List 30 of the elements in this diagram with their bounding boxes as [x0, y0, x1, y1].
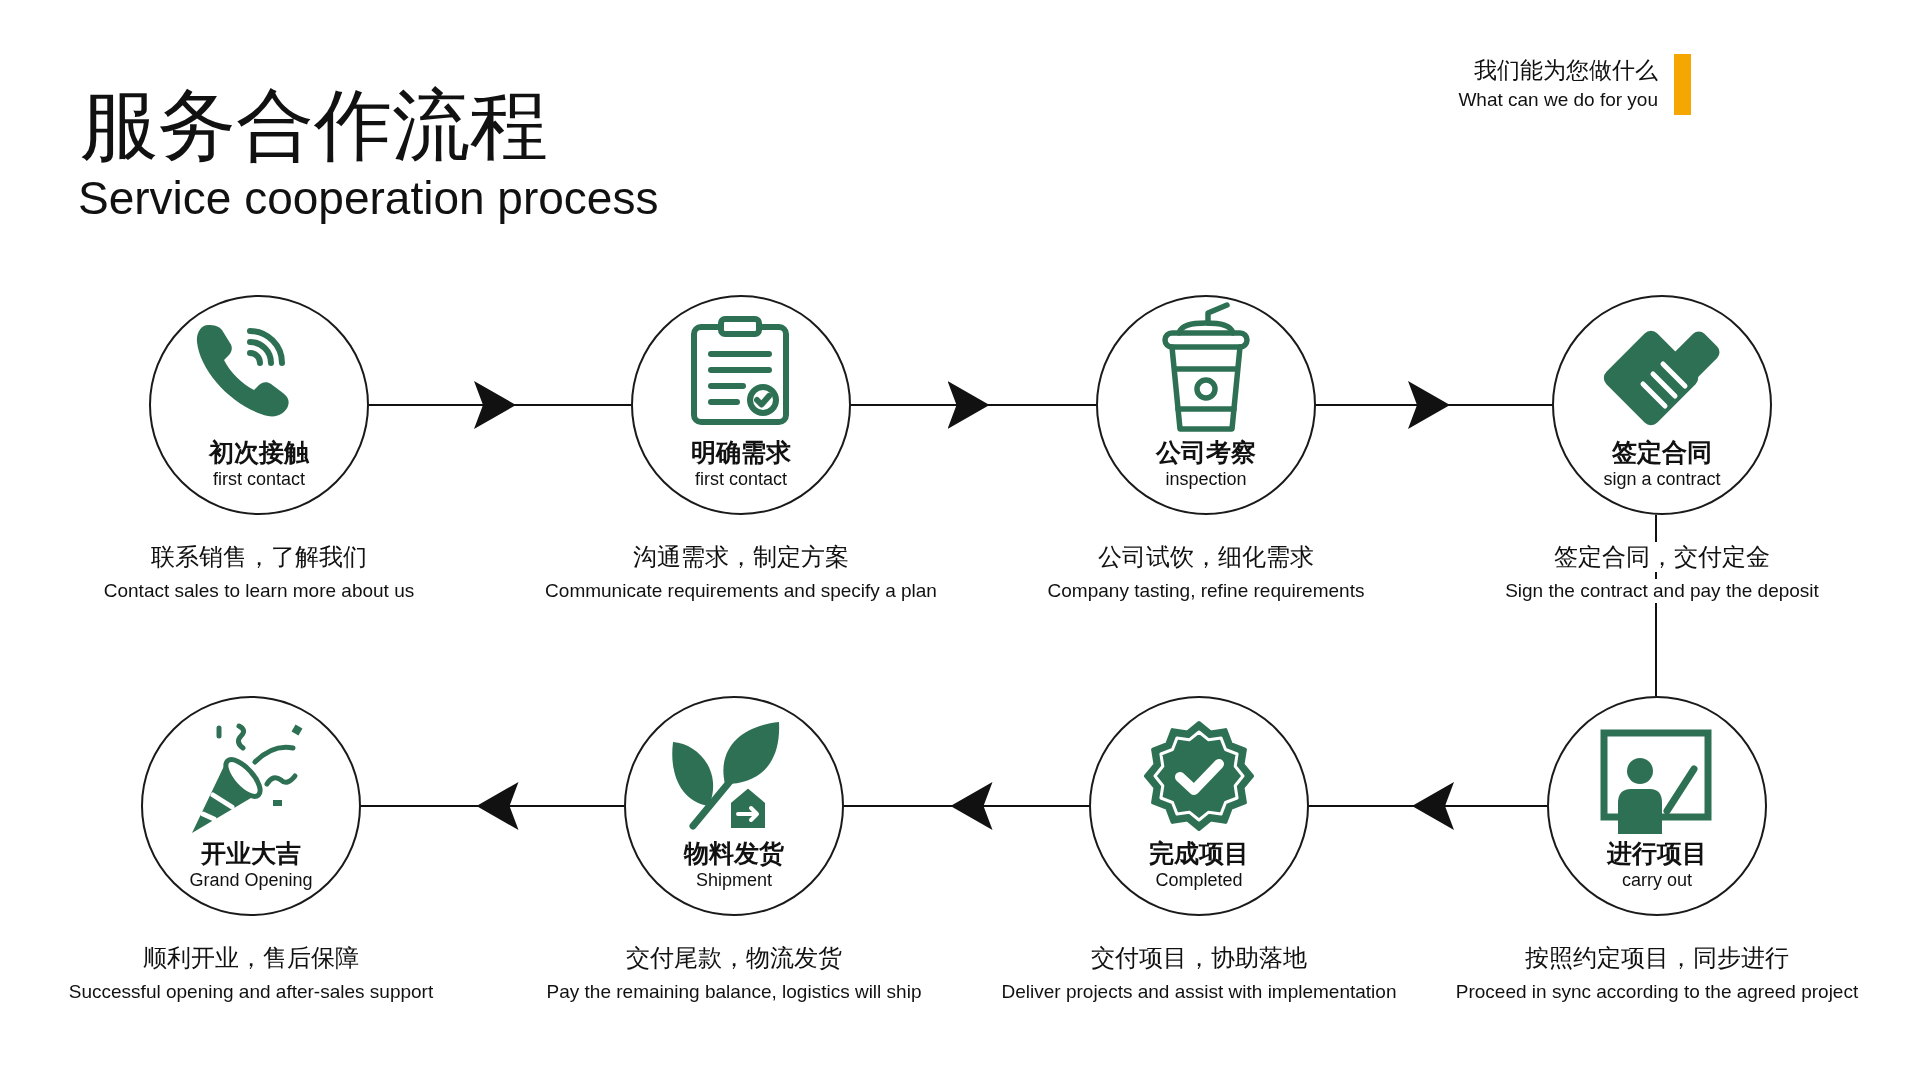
step-title: 进行项目: [1607, 838, 1707, 868]
step-subtitle: Completed: [1155, 869, 1243, 891]
arrow: [850, 381, 1097, 429]
arrow: [1308, 782, 1548, 830]
step-description: 按照约定项目，同步进行: [1522, 943, 1792, 973]
title: 服务合作流程: [80, 80, 548, 170]
tagline: 我们能为您做什么: [1474, 56, 1658, 84]
step-title: 物料发货: [684, 838, 784, 868]
step-subtitle: Grand Opening: [189, 869, 313, 891]
step-description: 交付项目，协助落地: [1088, 943, 1310, 973]
step-subtitle: carry out: [1622, 869, 1692, 891]
step-title: 初次接触: [209, 437, 309, 467]
step-subtitle: first contact: [695, 468, 787, 490]
step-title: 完成项目: [1149, 838, 1249, 868]
step-title: 明确需求: [691, 437, 791, 467]
step-description: 交付尾款，物流发货: [623, 943, 845, 973]
arrow: [1315, 381, 1553, 429]
step-title: 开业大吉: [201, 838, 301, 868]
step-subtitle: inspection: [1165, 468, 1247, 490]
step-subtitle: Shipment: [696, 869, 772, 891]
arrow: [843, 782, 1090, 830]
step-title: 公司考察: [1156, 437, 1256, 467]
step-description: 顺利开业，售后保障: [140, 943, 362, 973]
arrow: [368, 381, 632, 429]
arrow: [360, 782, 625, 830]
subtitle: Service cooperation process: [78, 171, 659, 225]
tagline: What can we do for you: [1458, 88, 1658, 112]
step-title: 签定合同: [1612, 437, 1712, 467]
step-subtitle: first contact: [213, 468, 305, 490]
step-subtitle: sign a contract: [1603, 468, 1721, 490]
